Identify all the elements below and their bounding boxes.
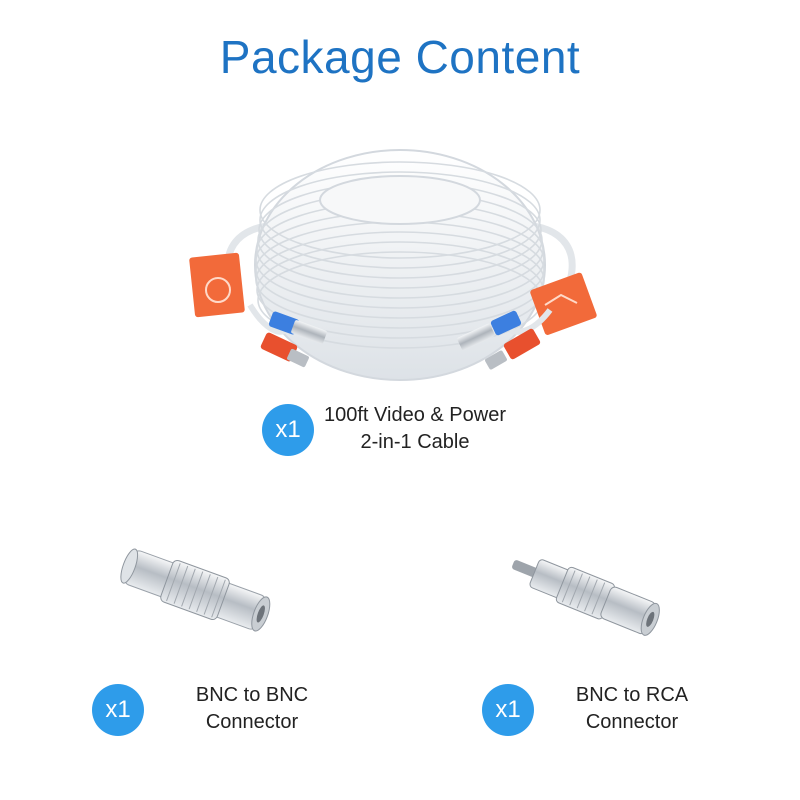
- bnc-to-bnc-connector-image: [120, 548, 271, 632]
- bnc-rca-label-line2: Connector: [585, 711, 679, 733]
- cable-label-line2: 2-in-1 Cable: [360, 431, 470, 453]
- bnc-to-rca-connector-image: [512, 559, 660, 636]
- bnc-bnc-label-line1: BNC to BNC: [195, 684, 309, 706]
- quantity-badge: x1: [482, 684, 534, 736]
- quantity-badge: x1: [92, 684, 144, 736]
- cable-label: 100ft Video & Power 2-in-1 Cable: [320, 402, 510, 456]
- page-title: Package Content: [219, 31, 581, 83]
- bnc-bnc-label-line2: Connector: [205, 711, 299, 733]
- bnc-rca-label-line1: BNC to RCA: [575, 684, 689, 706]
- cable-label-line1: 100ft Video & Power: [324, 404, 506, 426]
- coaxial-cable-image: [189, 149, 597, 381]
- bnc-rca-label: BNC to RCA Connector: [552, 682, 712, 736]
- quantity-badge: x1: [262, 404, 314, 456]
- bnc-bnc-label: BNC to BNC Connector: [172, 682, 332, 736]
